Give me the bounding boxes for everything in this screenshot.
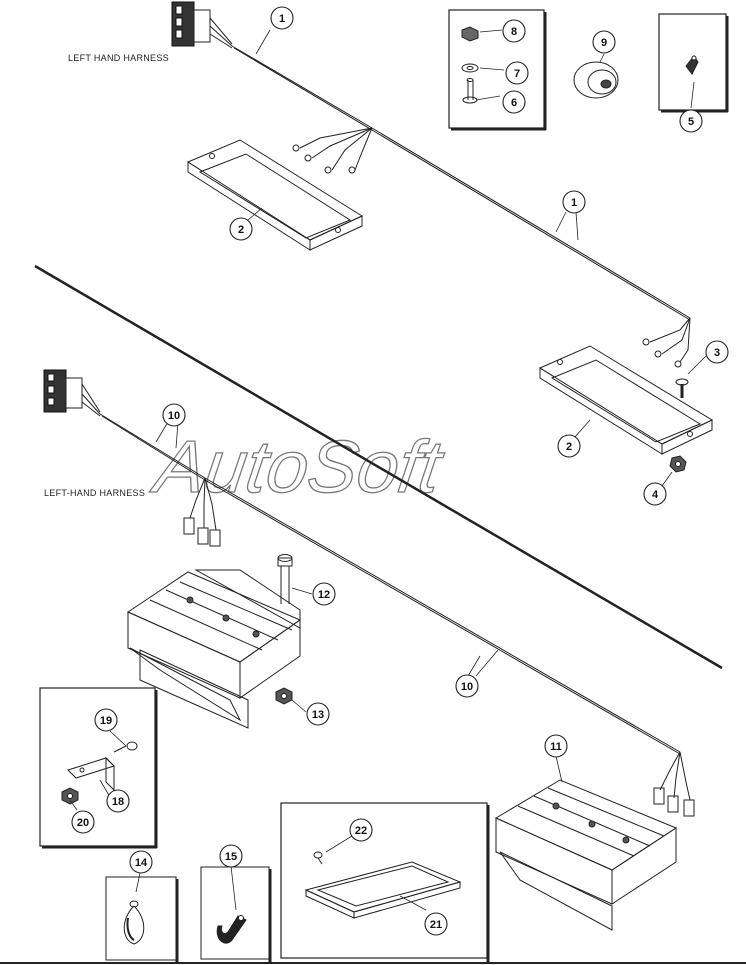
callout-1-top: 1: [279, 13, 285, 25]
leader-lines: [69, 29, 707, 911]
callout-2-top: 2: [238, 224, 244, 236]
callout-6: 6: [511, 97, 517, 109]
callout-numbers: 1 1 2 2 3 4 5 6 7 8 9 10 10 11 12 13 14 …: [77, 13, 720, 931]
divider-line: [34, 264, 723, 670]
element-box-21-22: [280, 802, 490, 962]
callout-10-top: 10: [168, 410, 180, 422]
heater-plate-top: [186, 139, 364, 251]
heater-unit-right: [494, 779, 678, 931]
callout-13: 13: [312, 709, 324, 721]
callout-10-bottom: 10: [461, 681, 473, 693]
harness-wire-top-2: [233, 47, 691, 321]
connector-bottom: [43, 369, 101, 417]
callout-2-right: 2: [566, 441, 572, 453]
wire-branch-right: [642, 317, 691, 368]
heater-unit-left: [126, 569, 302, 729]
harness-wire-top: [231, 45, 691, 319]
callout-11: 11: [550, 741, 562, 753]
callout-8: 8: [511, 26, 517, 38]
callout-18: 18: [112, 796, 124, 808]
nut-item-13: [275, 687, 293, 705]
screw-item-3: [675, 378, 689, 398]
callout-19: 19: [100, 715, 112, 727]
connector-top: [171, 1, 233, 49]
left-hand-harness-label-bottom: LEFT-HAND HARNESS: [44, 488, 145, 498]
callout-circles: [71, 6, 729, 936]
hardware-box-6-7-8: [448, 9, 547, 131]
callout-15: 15: [225, 851, 237, 863]
callout-9: 9: [601, 37, 607, 49]
callout-4: 4: [652, 489, 659, 501]
strap-box-14: [105, 876, 179, 962]
callout-1-mid: 1: [571, 197, 577, 209]
callout-3: 3: [714, 347, 720, 359]
callout-12: 12: [318, 589, 330, 601]
wire-branch-top: [292, 127, 373, 174]
watermark: AutoSoft: [147, 425, 450, 508]
left-hand-harness-label-top: LEFT HAND HARNESS: [68, 53, 169, 63]
callout-14: 14: [135, 857, 148, 869]
nut-item-4: [669, 455, 687, 473]
clip-box-5: [658, 13, 729, 113]
heater-plate-right: [538, 345, 714, 455]
callout-7: 7: [514, 68, 520, 80]
callout-21: 21: [430, 919, 442, 931]
callout-22: 22: [355, 825, 367, 837]
callout-5: 5: [688, 116, 694, 128]
callout-20: 20: [77, 817, 89, 829]
wire-branch-bottom-right: [653, 751, 695, 817]
bolt-item-12: [277, 554, 293, 604]
clamp-box-15: [200, 866, 272, 962]
bracket-box-18-19-20: [39, 687, 158, 849]
wire-branch-bottom-left: [183, 477, 221, 547]
grommet-item-9: [573, 61, 619, 99]
